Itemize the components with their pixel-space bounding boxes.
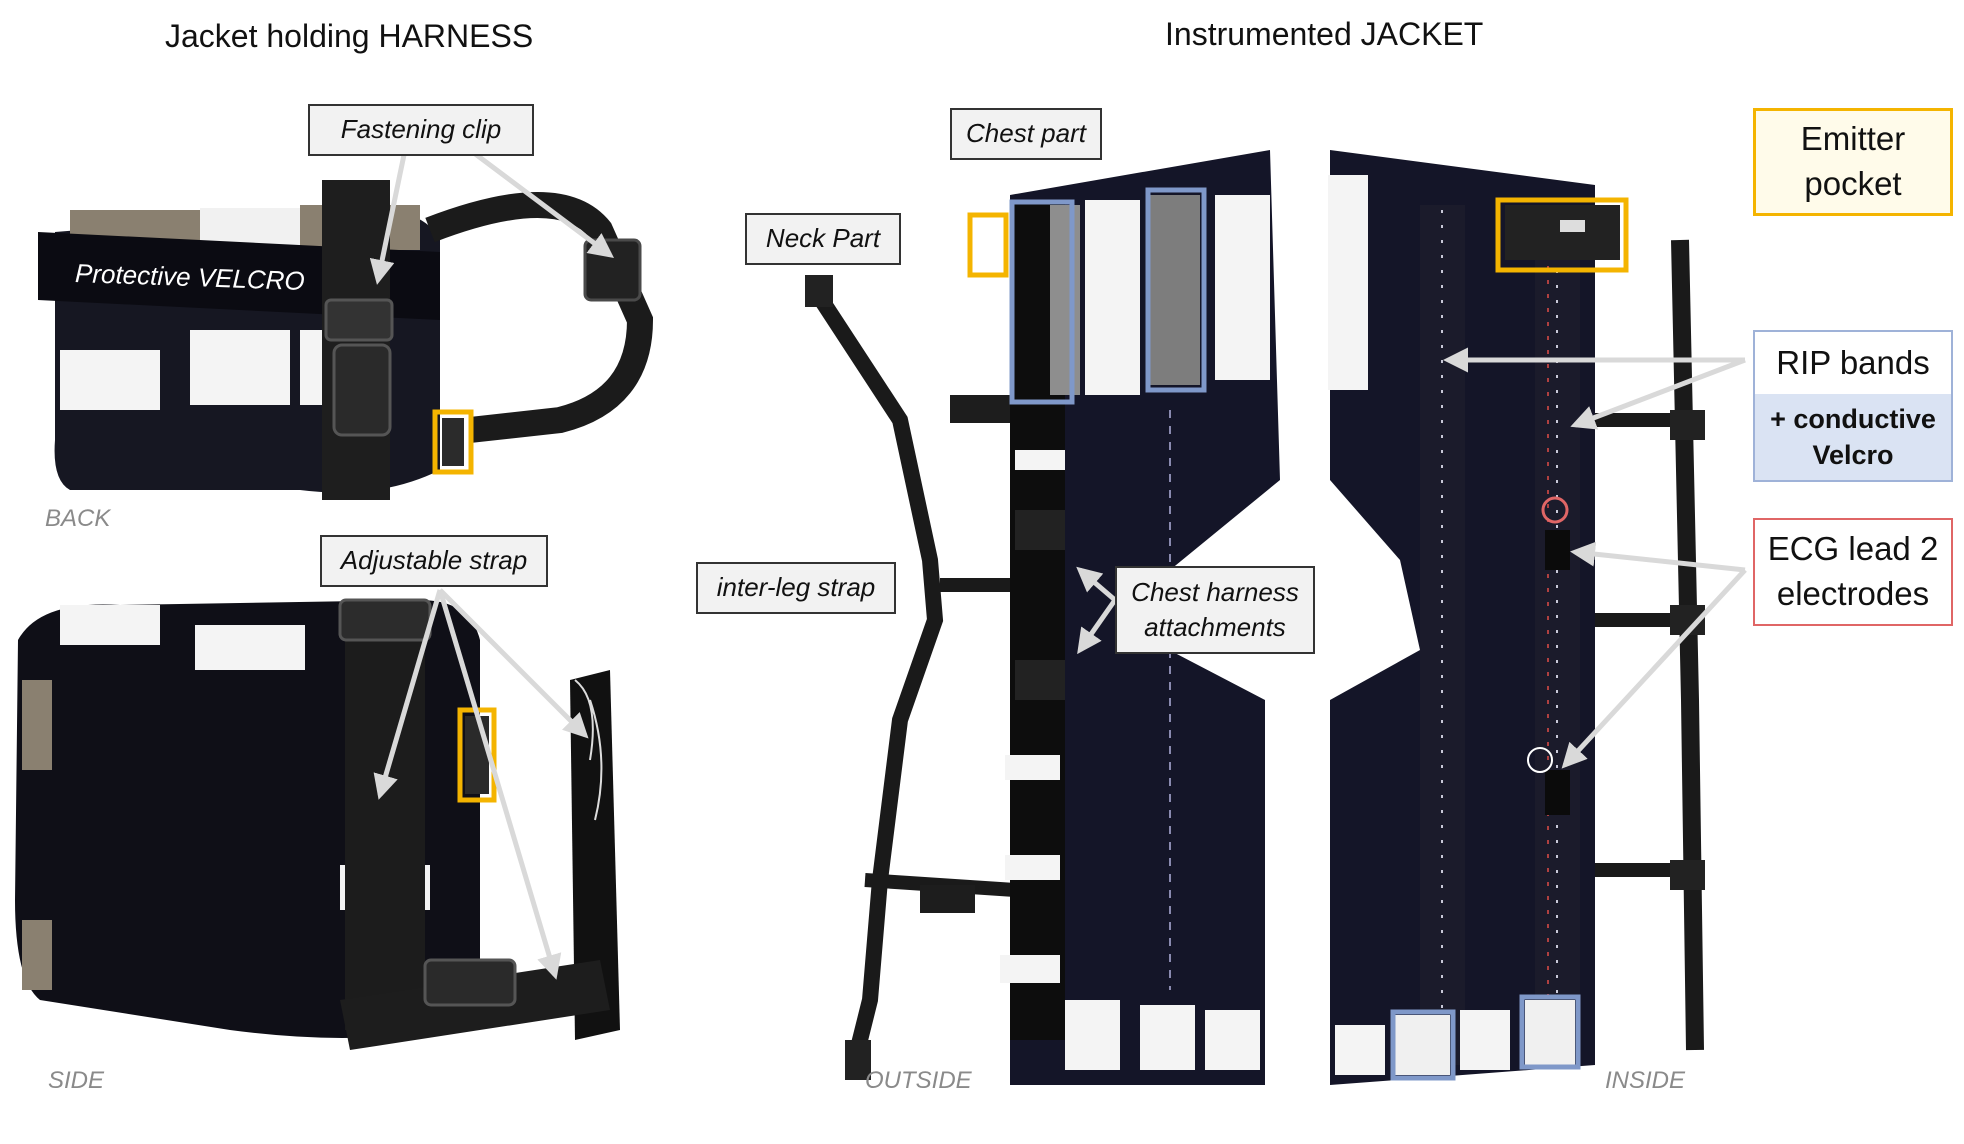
chest-part-callout: Chest part bbox=[950, 108, 1102, 160]
legend-conductive-velcro: + conductive Velcro bbox=[1753, 394, 1953, 482]
inside-jacket-photo bbox=[1328, 150, 1705, 1085]
legend-emitter-line2: pocket bbox=[1804, 165, 1902, 202]
legend-conductive-line1: + conductive bbox=[1770, 403, 1936, 434]
legend-emitter-line1: Emitter bbox=[1800, 120, 1906, 158]
callout-arrows bbox=[369, 148, 1747, 980]
chest-harness-line2: attachments bbox=[1144, 612, 1286, 642]
view-label-back: BACK bbox=[45, 505, 111, 532]
back-jacket-photo bbox=[38, 180, 654, 500]
harness-title: Jacket holding HARNESS bbox=[165, 18, 534, 54]
inter-leg-strap-callout: inter-leg strap bbox=[696, 562, 896, 614]
legend-emitter-pocket: Emitter pocket bbox=[1753, 108, 1953, 216]
view-label-side: SIDE bbox=[48, 1067, 105, 1094]
fastening-clip-callout: Fastening clip bbox=[308, 104, 534, 156]
neck-part-callout: Neck Part bbox=[745, 213, 901, 265]
chest-harness-line1: Chest harness bbox=[1131, 576, 1299, 607]
legend-conductive-line2: Velcro bbox=[1812, 440, 1894, 470]
adjustable-strap-callout: Adjustable strap bbox=[320, 535, 548, 587]
side-jacket-photo bbox=[15, 598, 620, 1050]
legend-ecg-line1: ECG lead 2 bbox=[1767, 530, 1939, 568]
legend-rip-bands: RIP bands bbox=[1753, 330, 1953, 394]
legend-ecg-line2: electrodes bbox=[1776, 575, 1930, 612]
jacket-title: Instrumented JACKET bbox=[1165, 16, 1484, 52]
view-label-inside: INSIDE bbox=[1605, 1067, 1686, 1094]
chest-harness-attachments-callout: Chest harness attachments bbox=[1115, 566, 1315, 654]
view-label-outside: OUTSIDE bbox=[865, 1067, 972, 1094]
legend-ecg-electrodes: ECG lead 2 electrodes bbox=[1753, 518, 1953, 626]
